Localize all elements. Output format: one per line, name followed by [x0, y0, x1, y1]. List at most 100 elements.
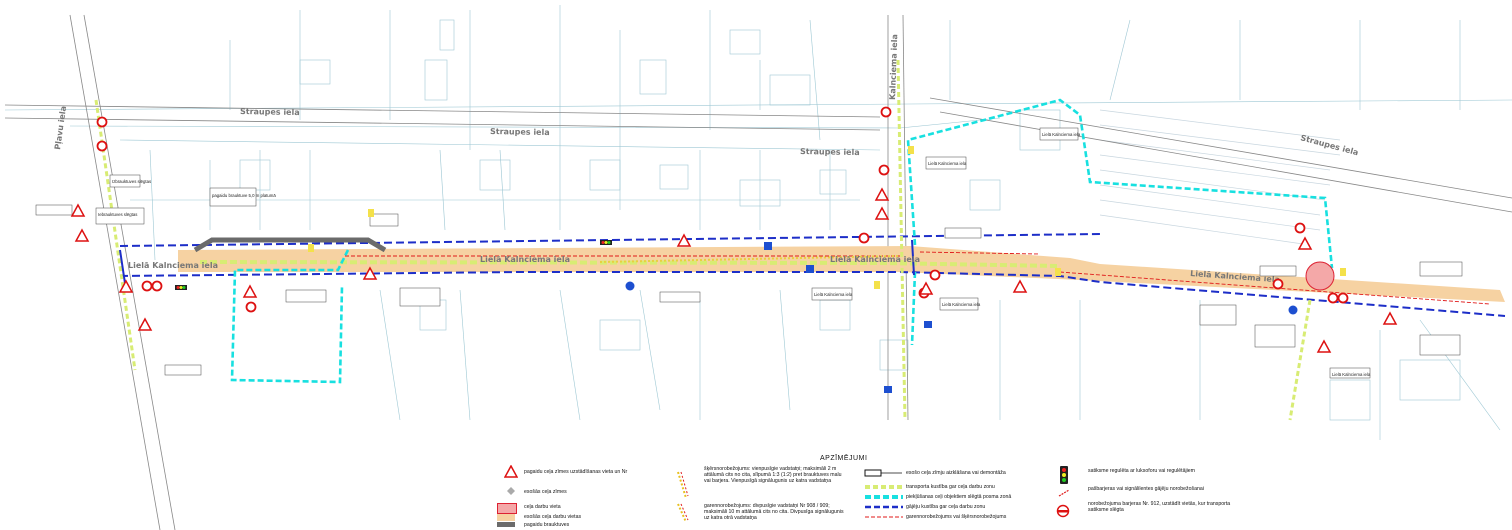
legend: APZĪMĒJUMI pagaidu ceļa zīmes uzstādīšan… [492, 452, 1502, 528]
barriers-signal-icon [1058, 489, 1070, 497]
legend-temporary-roadway: pagaidu brauktuves [524, 522, 570, 528]
legend-existing-sign: esošās ceļa zīmes [524, 489, 567, 495]
legend-barrier-line: garennorobežojums vai šķērsnorobežojums [906, 514, 1007, 520]
no-entry-sign-icon [858, 232, 870, 244]
blue-sign-icon [924, 321, 932, 328]
existing-work-zone [178, 246, 1505, 302]
closure-barrier-icon [1056, 504, 1070, 518]
blue-sign-icon [764, 242, 772, 250]
callout-boxes [35, 127, 1463, 379]
road-label-straupe: Straupes iela [240, 107, 300, 117]
callout-text-1: Izbrauktuves slēgtas [112, 179, 151, 184]
roadworks-sign-icon [1012, 279, 1028, 293]
roadworks-sign-icon [118, 279, 134, 293]
existing-work-sites-swatch [497, 514, 515, 521]
no-entry-sign-icon [151, 280, 163, 292]
legend-traffic-light: satiksme regulēta ar luksoforu vai regul… [1088, 468, 1195, 474]
legend-traffic-path: transporta kustība gar ceļa darbu zonu [906, 484, 995, 490]
no-entry-sign-icon [878, 164, 890, 176]
no-entry-sign-icon [1327, 292, 1339, 304]
road-label-straupe-right: Straupes iela [800, 147, 860, 157]
work-site-swatch [497, 503, 517, 514]
callout-text-5: Lielā Kalnciema iela [1042, 132, 1081, 137]
no-entry-sign-icon [1294, 222, 1306, 234]
road-label-side: Pļavu iela [53, 105, 68, 150]
roadworks-sign-icon [676, 233, 692, 247]
temporary-roadway [193, 237, 387, 253]
access-road-right [910, 271, 917, 346]
roadworks-sign-icon [74, 228, 90, 242]
reflective-barrier-icon [677, 471, 689, 499]
no-entry-sign-icon [245, 301, 257, 313]
roadworks-sign-icon [874, 187, 890, 201]
callout-text-8: Lielā Kalnciema iela [1332, 372, 1371, 377]
yellow-sign-icon [308, 244, 314, 252]
access-road-swatch [865, 495, 903, 499]
yellow-sign-icon [1055, 268, 1061, 276]
blue-sign-icon [806, 265, 814, 273]
no-entry-sign-icon [141, 280, 153, 292]
roadworks-sign-icon [137, 317, 153, 331]
sign-cover-icon [864, 469, 902, 477]
road-label-straupe-center: Straupes iela [490, 127, 550, 137]
legend-existing-work-sites: esošās ceļa darbu vietas [524, 514, 582, 520]
roadworks-sign-icon [242, 284, 258, 298]
legend-access-road: piekļūšanas ceļi objektiem slēgtā posma … [906, 494, 1012, 500]
legend-existing-sign-cover: esošo ceļa zīmju aizklāšana vai demontāž… [906, 470, 1006, 476]
road-label-main-mid: Lielā Kalnciema iela [480, 255, 570, 264]
roadworks-sign-icon [1382, 311, 1398, 325]
existing-sign-icon [507, 487, 515, 495]
no-entry-sign-icon [96, 116, 108, 128]
road-label-main-center: Lielā Kalnciema iela [830, 255, 920, 264]
callout-text-3: pagaidu brauktuve 5,0 m platumā [212, 193, 276, 198]
roadworks-sign-icon [362, 266, 378, 280]
junction-work-site [1305, 261, 1335, 291]
legend-work-zone-sign: pagaidu ceļa zīmes uzstādīšanas vieta un… [524, 469, 628, 475]
road-label-main-left: Lielā Kalnciema iela [128, 261, 218, 270]
roadworks-sign-icon [70, 203, 86, 217]
no-entry-sign-icon [880, 106, 892, 118]
roadworks-sign-icon [1297, 236, 1313, 250]
traffic-path-right [1288, 299, 1312, 421]
legend-closure-barrier: norobežojuma barjeras Nr. 912, uzstādīt … [1088, 501, 1231, 514]
temporary-signs [70, 106, 1398, 393]
yellow-sign-icon [874, 281, 880, 289]
yellow-sign-icon [1340, 268, 1346, 276]
road-label-cross: Kalnciema iela [888, 34, 899, 100]
no-entry-sign-icon [929, 269, 941, 281]
traffic-path-cross [896, 59, 907, 421]
pedestrian-path-swatch [865, 505, 903, 509]
no-entry-sign-icon [1272, 278, 1284, 290]
longitudinal-barrier-icon [677, 503, 689, 523]
traffic-path-left [94, 99, 137, 371]
temporary-roadway-swatch [497, 522, 515, 527]
pedestrian-path-south [119, 271, 1506, 317]
roadworks-sign-icon [1316, 339, 1332, 353]
traffic-path-swatch [865, 485, 903, 489]
blue-sign-icon [625, 281, 635, 291]
legend-work-site: ceļa darbu vieta [524, 504, 561, 510]
legend-barriers-signal: pašbarjeras vai signālilentes gājēju nor… [1088, 486, 1204, 492]
callout-text-6: Lielā Kalnciema iela [942, 302, 981, 307]
legend-longitudinal-barrier: garennorobežojums: divpusīgie vadstatņi … [704, 503, 844, 522]
barrier-line-swatch [865, 516, 903, 518]
traffic-light-icon [600, 240, 612, 245]
blue-sign-icon [1288, 305, 1298, 315]
access-road-south [230, 249, 350, 384]
no-entry-sign-icon [1337, 292, 1349, 304]
no-entry-sign-icon [96, 140, 108, 152]
legend-title: APZĪMĒJUMI [820, 455, 868, 462]
traffic-light-icon [175, 285, 187, 290]
legend-pedestrian-path: gājēju kustība gar ceļa darbu zonu [906, 504, 986, 510]
legend-reflective-barrier: šķērsnorobežojums: vienpusīgie vadstatņi… [704, 466, 842, 485]
traffic-light-legend-icon [1060, 466, 1068, 484]
blue-sign-icon [884, 386, 892, 393]
roadworks-sign-icon [874, 206, 890, 220]
work-zone-sign-icon [504, 465, 518, 478]
yellow-sign-icon [908, 146, 914, 154]
pedestrian-path-north [119, 233, 1101, 247]
callout-text-2: Iebrauktuves slēgtas [98, 212, 137, 217]
barrier-line [345, 251, 1491, 305]
callout-text-4: Lielā Kalnciema iela [928, 161, 967, 166]
